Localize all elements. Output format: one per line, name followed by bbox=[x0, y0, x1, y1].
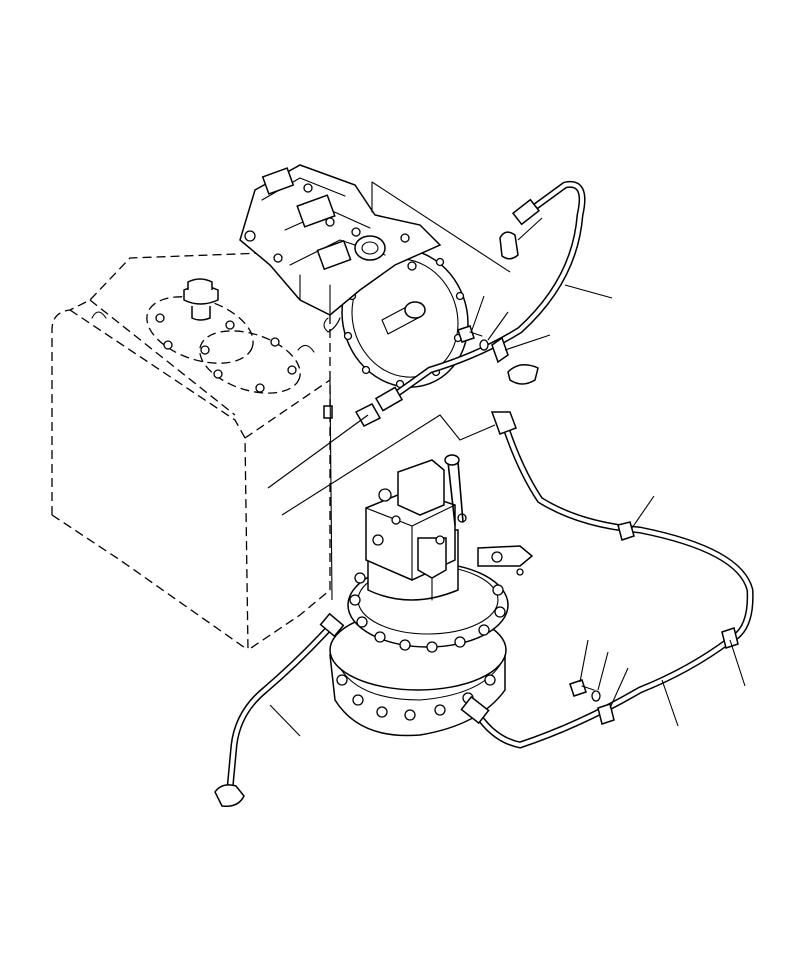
motor-drain-hose bbox=[460, 411, 754, 749]
clamp-bolt bbox=[569, 679, 595, 697]
pump-drain-hose bbox=[354, 180, 586, 427]
return-hose-elbow bbox=[214, 784, 245, 808]
callout-hose-clamp bbox=[729, 639, 746, 687]
callout-pump-drain-hose bbox=[564, 284, 613, 299]
callout-return-hose bbox=[269, 704, 301, 737]
elbow-fitting bbox=[499, 231, 519, 260]
swing-motor bbox=[329, 454, 534, 737]
washer bbox=[591, 690, 601, 702]
callout-motor-drain-hose bbox=[631, 495, 655, 529]
callout-clamp-bolt bbox=[471, 295, 485, 331]
callout-washer bbox=[487, 311, 509, 341]
motor-return-hose bbox=[214, 612, 345, 808]
connection-lines bbox=[267, 181, 511, 601]
hose-clamp bbox=[617, 521, 635, 541]
tank-access-cover bbox=[146, 296, 301, 394]
main-hydraulic-pump bbox=[239, 164, 469, 389]
callout-washer bbox=[597, 651, 609, 691]
hydraulic-tank bbox=[51, 251, 333, 651]
washer bbox=[479, 339, 489, 351]
tank-port bbox=[323, 405, 333, 419]
clamp-bolt bbox=[457, 325, 483, 343]
callout-elbow-fitting bbox=[517, 217, 543, 241]
callout-motor-return-hose bbox=[661, 679, 679, 727]
hose-clamp bbox=[597, 703, 615, 725]
hose-clamp bbox=[491, 336, 509, 364]
callout-leaders bbox=[269, 217, 746, 737]
bracket bbox=[507, 364, 539, 385]
callout-hose-clamp bbox=[609, 667, 629, 709]
tank-breather-cap bbox=[183, 278, 219, 321]
callout-clamp-bolt bbox=[579, 639, 589, 683]
flange-bolts-upper bbox=[349, 572, 506, 653]
hose-clamp bbox=[721, 627, 739, 649]
callout-hose-clamp bbox=[504, 334, 551, 351]
